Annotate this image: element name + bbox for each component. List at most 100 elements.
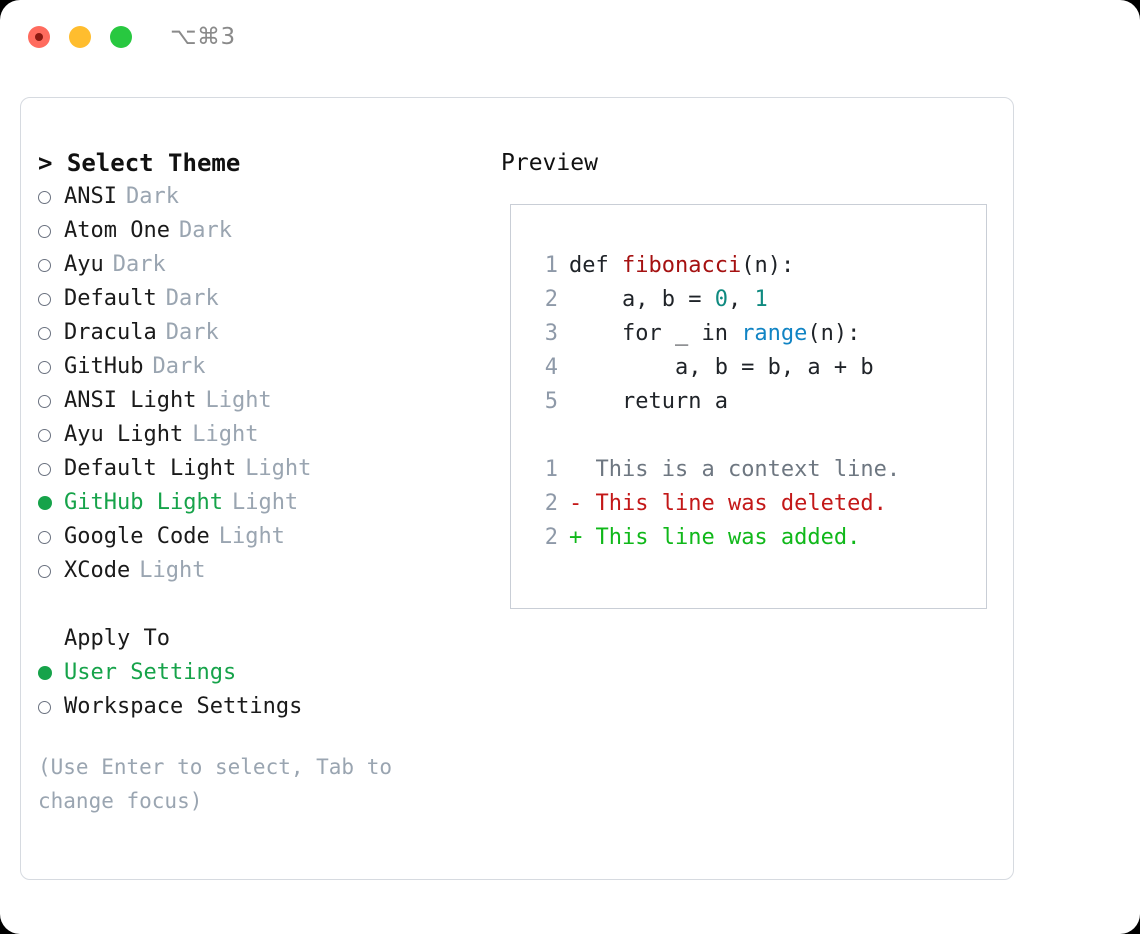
preview-section: Preview xyxy=(501,146,991,180)
list-item-label: Ayu xyxy=(64,252,104,277)
diff-text: This line was added. xyxy=(582,525,861,550)
code-token: def xyxy=(569,253,622,278)
code-token: fibonacci xyxy=(621,253,742,278)
theme-variant-tag: Dark xyxy=(112,252,166,277)
line-number: 2 xyxy=(544,287,558,312)
list-item[interactable]: ANSI Dark xyxy=(38,180,488,214)
list-item[interactable]: GitHub Light Light xyxy=(38,486,488,520)
list-item-label: Workspace Settings xyxy=(64,694,303,719)
traffic-lights xyxy=(28,26,132,48)
theme-variant-tag: Dark xyxy=(125,184,179,209)
list-item[interactable]: Default Light Light xyxy=(38,452,488,486)
line-number: 2 xyxy=(544,491,558,516)
code-line: 2 a, b = 0, 1 xyxy=(524,283,980,317)
list-item-label: Dracula xyxy=(64,320,157,345)
diff-line-text: This is a context line. xyxy=(569,453,900,487)
line-number: 1 xyxy=(544,457,558,482)
maximize-button[interactable] xyxy=(110,26,132,48)
code-token: , xyxy=(727,287,755,312)
title-bar: ⌥⌘3 xyxy=(0,0,1140,76)
line-number: 4 xyxy=(544,355,558,380)
code-line-text: return a xyxy=(569,385,728,419)
list-item-label: XCode xyxy=(64,558,131,583)
keyboard-hint: (Use Enter to select, Tab to change focu… xyxy=(38,755,393,813)
diff-line: 2- This line was deleted. xyxy=(524,487,980,521)
radio-unselected-icon xyxy=(38,452,64,486)
list-item-label: Default Light xyxy=(64,456,237,481)
code-diff-separator xyxy=(524,419,980,453)
radio-unselected-icon xyxy=(38,214,64,248)
list-item-label: Ayu Light xyxy=(64,422,184,447)
diff-marker: - xyxy=(569,491,583,516)
list-item-label: GitHub Light xyxy=(64,490,223,515)
code-line-text: a, b = b, a + b xyxy=(569,351,874,385)
code-line: 3 for _ in range(n): xyxy=(524,317,980,351)
radio-unselected-icon xyxy=(38,180,64,214)
diff-block: 1 This is a context line.2- This line wa… xyxy=(524,453,980,555)
code-token: range xyxy=(741,321,808,346)
list-item[interactable]: User Settings xyxy=(38,656,488,690)
radio-unselected-icon xyxy=(38,282,64,316)
diff-marker xyxy=(569,457,582,482)
line-number: 3 xyxy=(544,321,558,346)
list-item-label: GitHub xyxy=(64,354,144,379)
diff-line-text: + This line was added. xyxy=(569,521,860,555)
code-line-text: a, b = 0, 1 xyxy=(569,283,768,317)
radio-selected-icon xyxy=(38,486,64,520)
theme-variant-tag: Light xyxy=(205,388,272,413)
radio-unselected-icon xyxy=(38,520,64,554)
list-item-label: Atom One xyxy=(64,218,170,243)
list-item-label: Default xyxy=(64,286,157,311)
theme-variant-tag: Light xyxy=(139,558,206,583)
theme-variant-tag: Dark xyxy=(165,320,219,345)
theme-variant-tag: Dark xyxy=(152,354,206,379)
code-token: 0 xyxy=(714,287,728,312)
diff-text: This is a context line. xyxy=(582,457,901,482)
line-number: 1 xyxy=(544,253,558,278)
diff-line-text: - This line was deleted. xyxy=(569,487,887,521)
radio-unselected-icon xyxy=(38,316,64,350)
list-item[interactable]: Default Dark xyxy=(38,282,488,316)
list-item[interactable]: Workspace Settings xyxy=(38,690,488,724)
list-item-label: ANSI xyxy=(64,184,117,209)
theme-variant-tag: Light xyxy=(245,456,312,481)
list-spacer xyxy=(38,588,488,622)
theme-variant-tag: Light xyxy=(192,422,259,447)
diff-marker: + xyxy=(569,525,583,550)
minimize-button[interactable] xyxy=(69,26,91,48)
radio-unselected-icon xyxy=(38,350,64,384)
list-item[interactable]: Atom One Dark xyxy=(38,214,488,248)
code-line: 5 return a xyxy=(524,385,980,419)
code-token: return a xyxy=(569,389,728,414)
radio-unselected-icon xyxy=(38,690,64,724)
list-item[interactable]: Ayu Light Light xyxy=(38,418,488,452)
theme-variant-tag: Light xyxy=(231,490,299,515)
code-line-text: for _ in range(n): xyxy=(569,317,860,351)
code-token: (n): xyxy=(807,321,861,346)
keyboard-shortcut-label: ⌥⌘3 xyxy=(170,24,236,50)
diff-text: This line was deleted. xyxy=(582,491,887,516)
list-item-label: User Settings xyxy=(64,660,237,685)
close-button[interactable] xyxy=(28,26,50,48)
list-item[interactable]: GitHub Dark xyxy=(38,350,488,384)
list-item[interactable]: Ayu Dark xyxy=(38,248,488,282)
theme-variant-tag: Dark xyxy=(165,286,219,311)
theme-selector-heading: > Select Theme xyxy=(38,149,241,177)
preview-heading: Preview xyxy=(501,150,598,176)
code-token: a, b = b, a + b xyxy=(569,355,874,380)
code-token: for _ in xyxy=(569,321,742,346)
theme-variant-tag: Dark xyxy=(178,218,232,243)
apply-to-heading: Apply To xyxy=(64,626,170,651)
list-item[interactable]: XCode Light xyxy=(38,554,488,588)
list-item[interactable]: Dracula Dark xyxy=(38,316,488,350)
